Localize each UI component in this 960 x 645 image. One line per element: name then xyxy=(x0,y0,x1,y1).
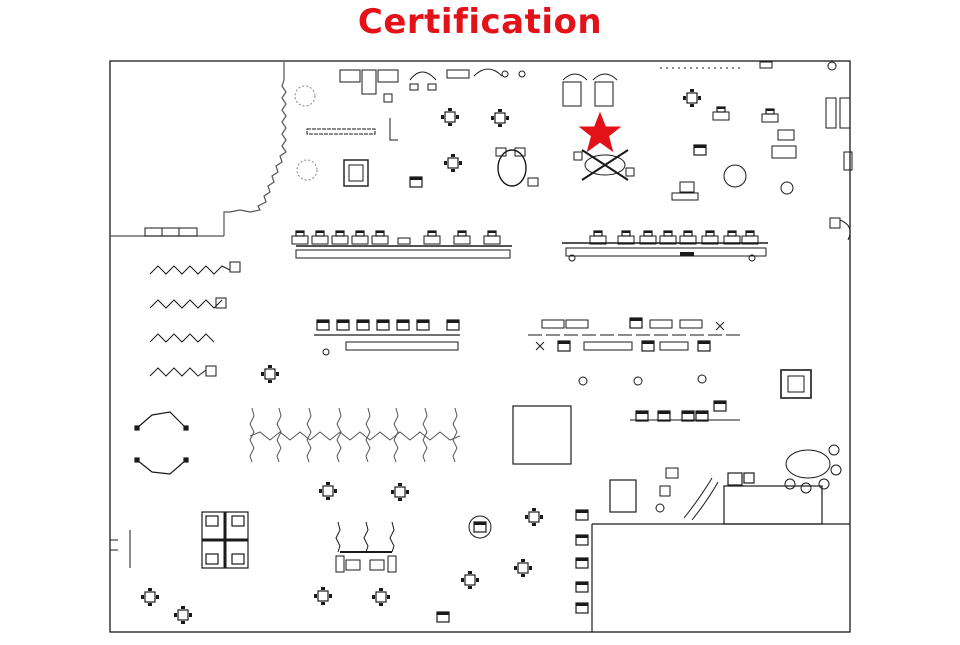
floor-outline xyxy=(109,60,851,633)
workstation-row-3 xyxy=(314,319,460,356)
round-table-cluster xyxy=(784,444,842,494)
booth-group xyxy=(335,521,397,573)
lounge-cluster-left xyxy=(495,147,539,187)
square-table-room xyxy=(780,369,812,399)
room-bottom-right xyxy=(591,472,850,632)
seating-rows-left xyxy=(149,265,231,377)
workstation-row-1 xyxy=(291,230,512,259)
workstation-row-5 xyxy=(630,400,740,422)
partition-wall xyxy=(223,62,287,236)
workstation-row-2 xyxy=(562,230,768,262)
central-room xyxy=(512,405,572,465)
standing-area-grid xyxy=(249,407,461,463)
cubicle-cluster xyxy=(201,511,249,569)
arc-seating-left xyxy=(134,411,189,475)
desk-pair-top xyxy=(562,73,618,107)
curved-seating xyxy=(655,467,719,521)
workstation-row-4 xyxy=(528,317,742,352)
small-meeting-table xyxy=(343,159,369,187)
map-title: Certification xyxy=(357,2,603,42)
lounge-cluster-right xyxy=(573,149,635,181)
star-icon xyxy=(578,111,622,153)
